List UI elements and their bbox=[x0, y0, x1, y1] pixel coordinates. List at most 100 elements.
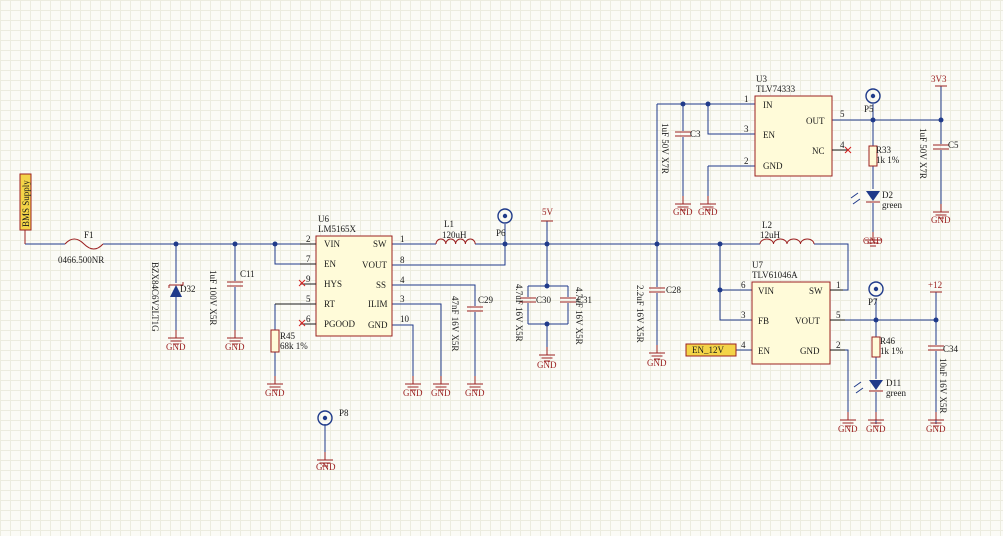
pin-label: GND bbox=[763, 161, 783, 171]
ic-u7-tlv61046a[interactable]: U7 TLV61046A 6 3 4 VIN FB EN SW VOUT GND… bbox=[741, 260, 858, 434]
pin-number: 3 bbox=[741, 310, 746, 320]
c30-c31-ground: GND bbox=[537, 346, 557, 370]
port-label: BMS Supply bbox=[21, 180, 31, 227]
testpoint-p6[interactable]: P6 bbox=[496, 208, 513, 238]
zener-d32[interactable]: D32 BZX84C6V2LT1G GND bbox=[150, 262, 196, 352]
testpoint-p8[interactable]: P8 GND bbox=[316, 408, 349, 472]
no-connect-mark bbox=[844, 146, 852, 154]
pin-label: SW bbox=[809, 286, 823, 296]
pin-label: NC bbox=[812, 146, 825, 156]
capacitor-c31[interactable]: C31 4.7uF 16V X5R bbox=[559, 287, 592, 345]
r46-ref: R46 bbox=[880, 336, 896, 346]
capacitor-c3[interactable]: C3 1uF 50V X7R GND bbox=[660, 123, 701, 217]
pin-label: EN bbox=[758, 346, 770, 356]
c34-ref: C34 bbox=[943, 344, 959, 354]
c30-value: 4.7uF 16V X5R bbox=[514, 284, 524, 342]
testpoint-p5[interactable]: P5 bbox=[864, 88, 881, 114]
c5-value: 1uF 50V X7R bbox=[918, 128, 928, 179]
gnd-label: GND bbox=[863, 236, 883, 246]
l1-value: 120uH bbox=[442, 230, 467, 240]
inductor-l1[interactable]: L1 120uH bbox=[435, 219, 476, 245]
capacitor-c34[interactable]: C34 10uF 16V X5R GND bbox=[926, 344, 959, 434]
c5-ref: C5 bbox=[948, 140, 959, 150]
pin-number: 4 bbox=[840, 140, 845, 150]
pin-number: 7 bbox=[306, 254, 311, 264]
c30-ref: C30 bbox=[536, 295, 552, 305]
f1-ref: F1 bbox=[84, 230, 94, 240]
r46-value: 1k 1% bbox=[880, 346, 904, 356]
resistor-r46[interactable]: R46 1k 1% bbox=[871, 336, 904, 358]
d11-value: green bbox=[886, 388, 906, 398]
ic-u3-tlv74333[interactable]: U3 TLV74333 1 3 2 IN EN GND OUT NC 5 4 bbox=[744, 74, 852, 177]
gnd-label: GND bbox=[673, 207, 693, 217]
pin-number: 3 bbox=[744, 124, 749, 134]
c28-value: 2.2uF 16V X5R bbox=[635, 285, 645, 343]
r33-value: 1k 1% bbox=[876, 155, 900, 165]
capacitor-c29[interactable]: C29 47nF 16V X5R GND bbox=[450, 295, 494, 398]
l1-ref: L1 bbox=[444, 219, 454, 229]
fuse-f1[interactable]: F1 0466.500NR bbox=[58, 230, 104, 265]
p8-ref: P8 bbox=[339, 408, 349, 418]
c34-value: 10uF 16V X5R bbox=[938, 358, 948, 413]
resistor-r33[interactable]: R33 1k 1% bbox=[868, 145, 900, 167]
no-connect-mark bbox=[298, 279, 306, 287]
pin-number: 1 bbox=[744, 94, 749, 104]
pin-label: OUT bbox=[806, 116, 825, 126]
pin-label: SS bbox=[376, 280, 386, 290]
pin-label: VIN bbox=[324, 239, 340, 249]
d32-value: BZX84C6V2LT1G bbox=[150, 262, 160, 332]
pin-number: 2 bbox=[306, 234, 311, 244]
led-d11[interactable]: D11 green GND bbox=[853, 378, 906, 434]
u3-ref: U3 bbox=[756, 74, 767, 84]
pin-label: VIN bbox=[758, 286, 774, 296]
resistor-r45[interactable]: R45 68k 1% GND bbox=[265, 329, 308, 398]
capacitor-c30[interactable]: C30 4.7uF 16V X5R bbox=[514, 284, 552, 342]
power-port-3v3: 3V3 bbox=[931, 74, 947, 87]
no-connect-mark bbox=[298, 319, 306, 327]
pin-label: SW bbox=[373, 239, 387, 249]
wires bbox=[25, 86, 942, 458]
gnd-label: GND bbox=[166, 342, 186, 352]
pin-number: 9 bbox=[306, 274, 311, 284]
net-port-en-12v[interactable]: EN_12V bbox=[685, 343, 737, 357]
pin-number: 4 bbox=[400, 275, 405, 285]
d32-ref: D32 bbox=[180, 284, 196, 294]
gnd-label: GND bbox=[647, 358, 667, 368]
capacitor-c11[interactable]: C11 1uF 100V X5R GND bbox=[208, 269, 255, 352]
net-5v-label: 5V bbox=[542, 207, 554, 217]
d2-ref: D2 bbox=[882, 190, 893, 200]
pin-number: 1 bbox=[400, 234, 405, 244]
net-3v3-label: 3V3 bbox=[931, 74, 947, 84]
c29-value: 47nF 16V X5R bbox=[450, 296, 460, 351]
c31-value: 4.7uF 16V X5R bbox=[574, 287, 584, 345]
pin-number: 5 bbox=[840, 109, 845, 119]
pin-label: IN bbox=[763, 100, 773, 110]
d11-ref: D11 bbox=[886, 378, 901, 388]
capacitor-c5[interactable]: C5 1uF 50V X7R GND bbox=[918, 128, 959, 225]
u6-grounds: GND GND bbox=[403, 375, 451, 398]
testpoint-p7[interactable]: P7 bbox=[868, 281, 884, 307]
ic-u6-lm5165x[interactable]: U6 LM5165X 2 7 9 5 6 VIN EN HYS RT PGOOD… bbox=[275, 214, 410, 337]
u7-ref: U7 bbox=[752, 260, 763, 270]
gnd-label: GND bbox=[926, 424, 946, 434]
pin-number: 2 bbox=[836, 340, 841, 350]
u6-part: LM5165X bbox=[318, 224, 357, 234]
u3-part: TLV74333 bbox=[756, 84, 796, 94]
capacitor-c28[interactable]: C28 2.2uF 16V X5R GND bbox=[635, 285, 682, 368]
gnd-label: GND bbox=[465, 388, 485, 398]
r45-value: 68k 1% bbox=[280, 341, 308, 351]
gnd-label: GND bbox=[316, 462, 336, 472]
inductor-l2[interactable]: L2 12uH bbox=[759, 220, 815, 245]
pin-label: HYS bbox=[324, 279, 342, 289]
port-bms-supply[interactable]: BMS Supply bbox=[19, 173, 32, 244]
gnd-label: GND bbox=[225, 342, 245, 352]
u3-gnd-ground: GND bbox=[698, 195, 718, 217]
led-d2[interactable]: D2 green GND bbox=[850, 190, 902, 247]
pin-label: RT bbox=[324, 299, 335, 309]
gnd-label: GND bbox=[931, 215, 951, 225]
c11-value: 1uF 100V X5R bbox=[208, 270, 218, 325]
pin-number: 3 bbox=[400, 294, 405, 304]
c31-ref: C31 bbox=[577, 295, 592, 305]
ground-symbol bbox=[648, 344, 666, 360]
gnd-label: GND bbox=[431, 388, 451, 398]
